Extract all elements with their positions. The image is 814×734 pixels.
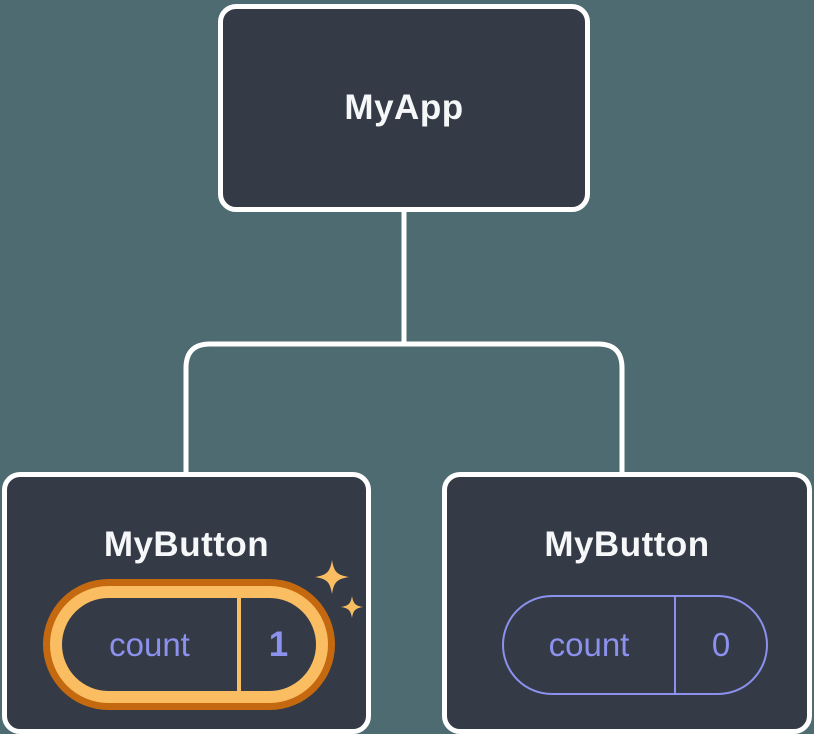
child-node-left: MyButton count 1 bbox=[2, 472, 371, 734]
connector-bracket bbox=[183, 341, 625, 476]
state-pill-plain: count 0 bbox=[502, 595, 768, 695]
state-pill-divider bbox=[674, 597, 676, 693]
state-value: 1 bbox=[268, 624, 289, 664]
state-pill-body: count 1 bbox=[62, 598, 316, 691]
root-node: MyApp bbox=[218, 4, 590, 212]
state-pill-divider bbox=[237, 598, 241, 691]
sparkles-icon bbox=[315, 560, 363, 618]
state-pill-highlighted: count 1 bbox=[43, 579, 335, 710]
child-node-left-label: MyButton bbox=[103, 525, 270, 564]
root-node-label: MyApp bbox=[344, 88, 464, 127]
state-key: count bbox=[548, 626, 630, 663]
state-key: count bbox=[109, 625, 190, 663]
state-pill-gold-ring: count 1 bbox=[50, 586, 328, 703]
sparkle-large bbox=[315, 560, 349, 594]
state-value: 0 bbox=[711, 626, 731, 663]
child-node-right: MyButton count 0 bbox=[442, 472, 812, 734]
child-node-right-label: MyButton bbox=[544, 525, 710, 564]
sparkle-small bbox=[341, 596, 363, 618]
